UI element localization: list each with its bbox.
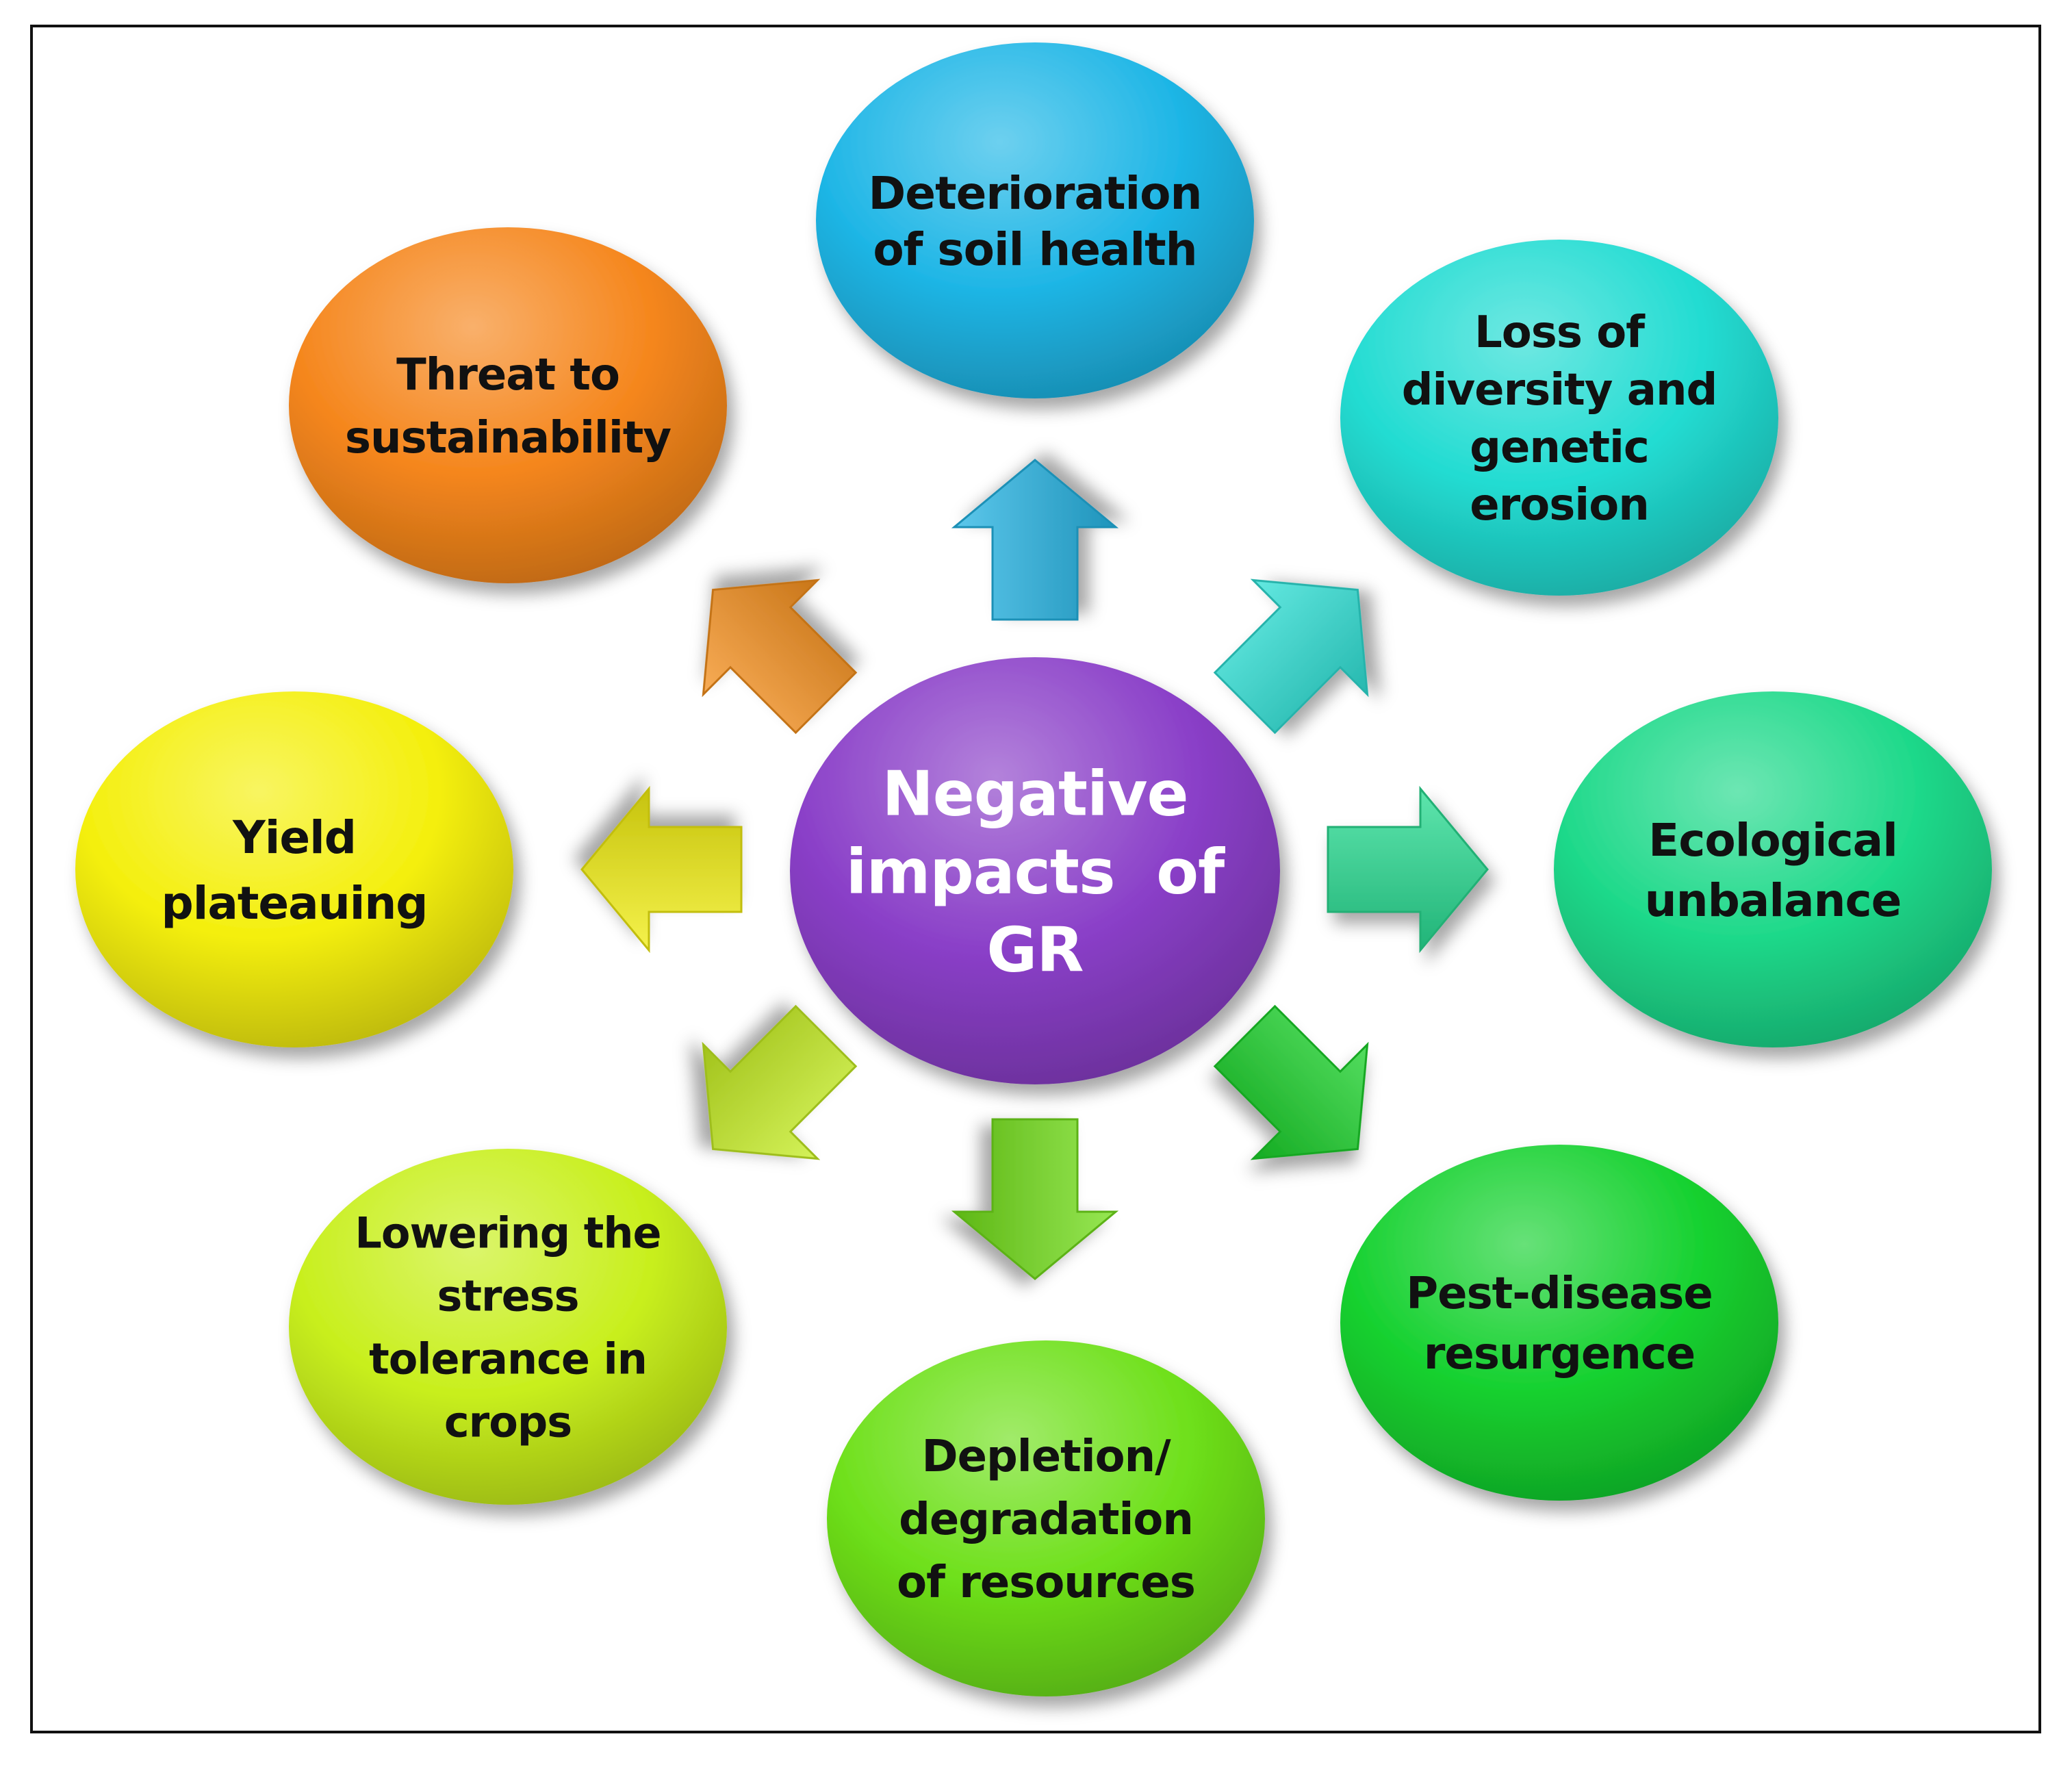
arrow-up-right — [1213, 578, 1369, 735]
node-diversity-label-line: genetic — [1470, 422, 1649, 473]
node-diversity-label-line: erosion — [1470, 480, 1649, 531]
node-stress-label-line: tolerance in — [369, 1334, 647, 1384]
arrow-up — [951, 459, 1119, 621]
node-resources: Depletion/degradation of resources — [827, 1340, 1265, 1696]
arrow-down-left — [702, 1004, 858, 1160]
node-ecological-label-line: Ecological — [1648, 814, 1897, 867]
arrow-down-right — [1213, 1004, 1369, 1160]
center-node-label-line: Negative — [882, 758, 1188, 830]
node-sustainability-label-line: Threat to — [396, 350, 619, 400]
node-stress: Lowering the stress tolerance in crops — [289, 1149, 727, 1505]
node-diversity-label-line: diversity and — [1402, 365, 1717, 416]
node-resources-label-line: degradation — [899, 1494, 1193, 1545]
arrow-up-left — [702, 578, 858, 735]
center-node-label-line: impacts of — [846, 836, 1225, 908]
node-pest-disease: Pest-disease resurgence — [1340, 1145, 1778, 1501]
node-diversity: Loss of diversity and genetic erosion — [1340, 240, 1778, 596]
node-sustainability-label-line: sustainability — [345, 413, 671, 463]
node-soil-health-label-line: Deterioration — [869, 167, 1202, 220]
node-yield-label-line: plateauing — [161, 877, 427, 930]
arrow-left — [580, 785, 743, 954]
node-diversity-bubble — [1340, 240, 1778, 596]
node-stress-label-line: Lowering the — [355, 1208, 661, 1258]
center-node-label-line: GR — [986, 914, 1083, 986]
node-resources-label-line: of resources — [897, 1557, 1195, 1608]
node-stress-label-line: crops — [444, 1397, 572, 1447]
arrow-right — [1327, 785, 1489, 954]
node-sustainability-bubble — [289, 227, 727, 583]
node-yield: Yield plateauing — [75, 691, 513, 1047]
arrow-down — [951, 1118, 1119, 1280]
node-resources-bubble — [827, 1340, 1265, 1696]
node-diversity-label-line: Loss of — [1474, 307, 1646, 358]
node-pest-disease-label-line: resurgence — [1424, 1329, 1695, 1379]
arrows-layer — [580, 459, 1489, 1280]
node-yield-label-line: Yield — [232, 811, 356, 864]
node-pest-disease-label-line: Pest-disease — [1406, 1269, 1713, 1319]
node-soil-health-bubble — [816, 42, 1254, 398]
node-stress-bubble — [289, 1149, 727, 1505]
node-sustainability: Threat to sustainability — [289, 227, 727, 583]
node-ecological-label-line: unbalance — [1645, 874, 1902, 927]
center-node-bubble — [790, 657, 1280, 1084]
node-ecological: Ecological unbalance — [1554, 691, 1992, 1047]
node-soil-health-label-line: of soil health — [873, 223, 1197, 276]
node-pest-disease-bubble — [1340, 1145, 1778, 1501]
node-yield-bubble — [75, 691, 513, 1047]
node-stress-label-line: stress — [437, 1271, 579, 1321]
node-resources-label-line: Depletion/ — [921, 1431, 1171, 1482]
node-ecological-bubble — [1554, 691, 1992, 1047]
